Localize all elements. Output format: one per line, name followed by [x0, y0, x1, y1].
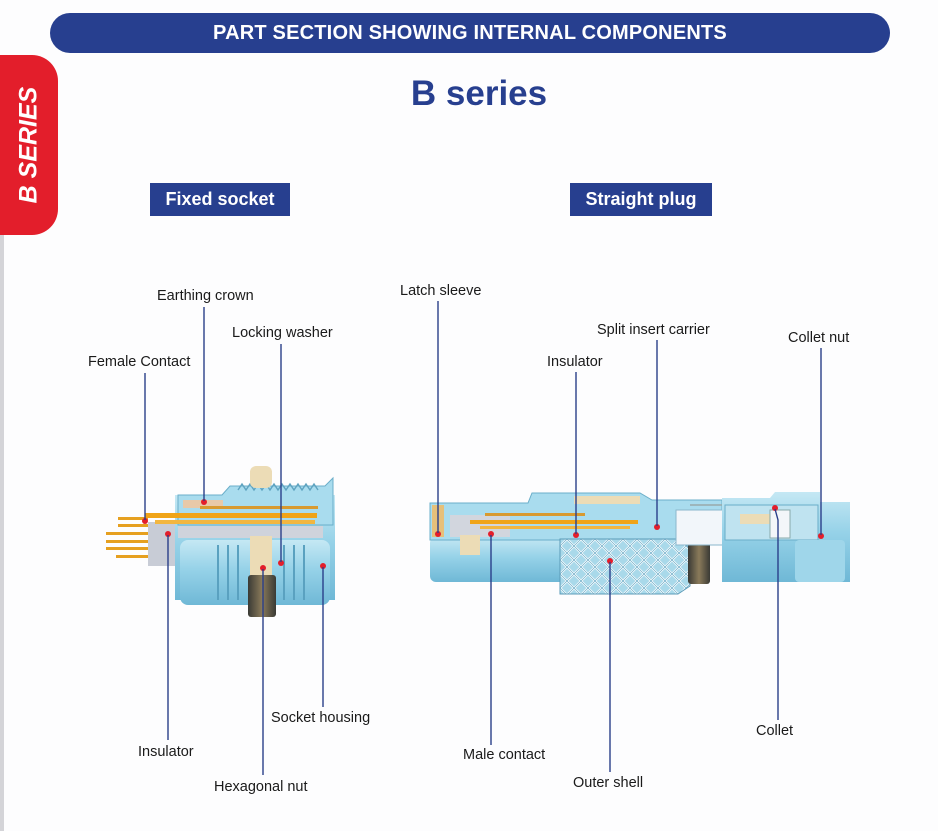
callout-male-contact: Male contact: [463, 747, 546, 763]
callout-hexagonal-nut: Hexagonal nut: [214, 779, 308, 795]
header-banner: PART SECTION SHOWING INTERNAL COMPONENTS: [50, 13, 890, 53]
locking-washer: [250, 466, 272, 488]
callout-collet-nut: Collet nut: [788, 330, 850, 346]
callout-socket-insulator: Insulator: [138, 744, 194, 760]
callout-socket-housing: Socket housing: [271, 710, 371, 726]
callout-plug-insulator: Insulator: [547, 354, 603, 370]
callout-latch-sleeve: Latch sleeve: [400, 283, 482, 299]
outer-shell-knurl: [559, 538, 691, 595]
page-title: B series: [410, 74, 548, 113]
straight-plug-label: Straight plug: [570, 183, 712, 216]
left-rule: [0, 235, 4, 831]
socket-rear-insulator: [148, 522, 180, 566]
callout-female-contact: Female Contact: [88, 354, 191, 370]
hexagonal-nut: [248, 575, 276, 617]
side-tab: B SERIES: [0, 55, 58, 235]
fixed-socket-label: Fixed socket: [150, 183, 290, 216]
callout-earthing-crown: Earthing crown: [157, 288, 254, 304]
callout-locking-washer: Locking washer: [232, 325, 333, 341]
callout-outer-shell: Outer shell: [573, 775, 644, 791]
callout-collet: Collet: [756, 723, 794, 739]
fixed-socket-drawing: [106, 307, 335, 775]
callout-split-insert-carrier: Split insert carrier: [597, 322, 710, 338]
straight-plug-drawing: [429, 301, 850, 772]
socket-pins: [106, 517, 151, 558]
